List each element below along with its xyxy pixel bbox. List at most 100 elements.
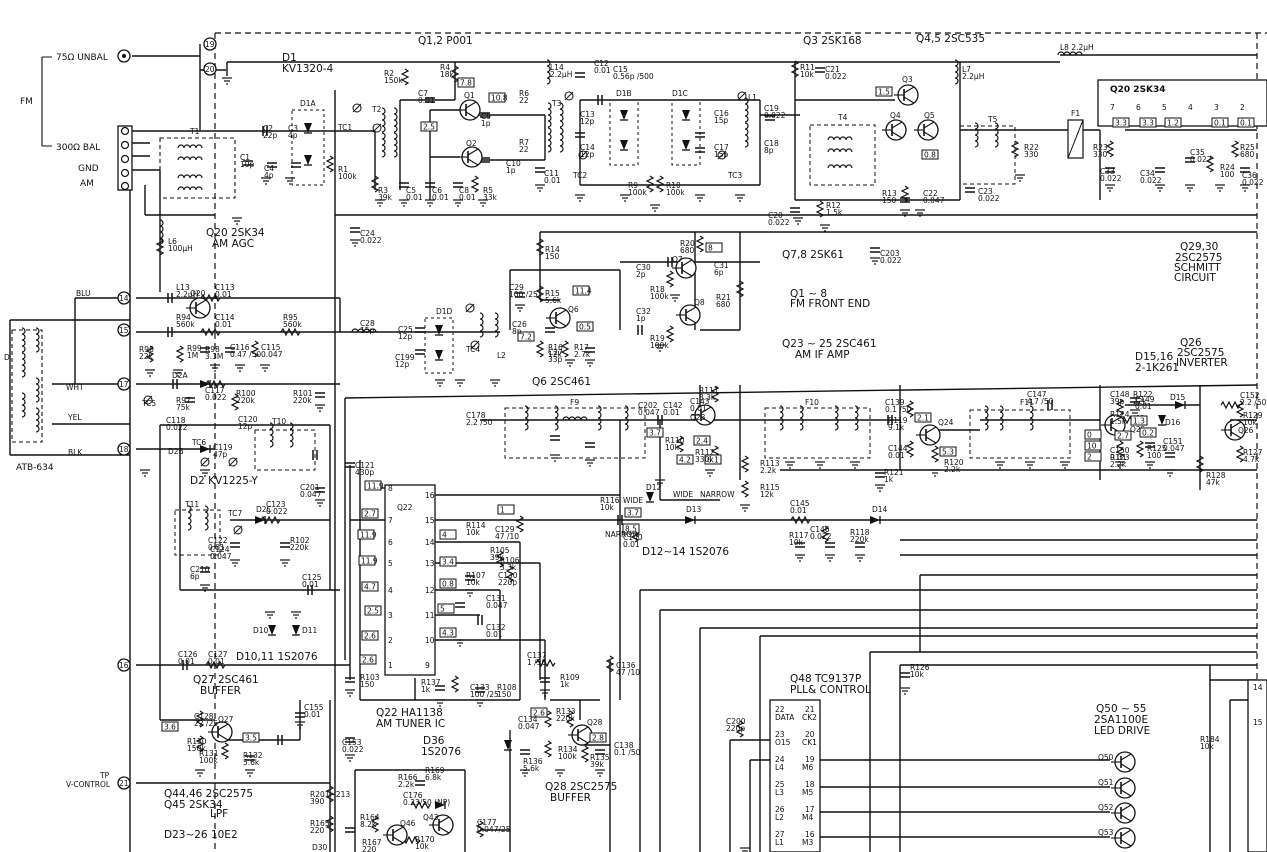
voltage-value: 0.8 [442, 580, 454, 589]
svg-text:TC6: TC6 [191, 438, 206, 447]
ic-q48-pin-number: 27 [775, 830, 785, 839]
input-am-label: AM [80, 179, 94, 189]
heading-q5055a: Q50 ∼ 55 [1096, 703, 1146, 715]
svg-text:TC7: TC7 [227, 509, 242, 518]
connector-pins: 19 20 14 15 17 18 16 21 [117, 37, 217, 790]
voltage-marker: 5.3 [939, 446, 957, 457]
voltage-marker: 11.9 [357, 529, 377, 540]
svg-text:T3: T3 [551, 99, 562, 108]
transistor-q24: Q24 [915, 418, 954, 446]
transistor-q28: Q28 [567, 718, 603, 746]
voltage-marker: 2.7 [1114, 430, 1132, 441]
antenna-model: ATB-634 [16, 463, 54, 473]
voltage-marker: 3.4 [439, 556, 457, 567]
voltage-marker: 3.5 [242, 732, 260, 743]
transistor-q25: Q25 [1100, 414, 1146, 436]
svg-text:15: 15 [119, 326, 129, 335]
heading-q27b: BUFFER [200, 685, 241, 697]
bar-antenna [11, 327, 43, 443]
transistor-q52 [1110, 802, 1136, 824]
ic-q48-pin-number: 22 [775, 705, 785, 714]
heading-q2930c: SCHMITT [1174, 262, 1221, 274]
ic-q22-pin: 4 [388, 586, 393, 595]
voltage-marker: 0.8 [921, 149, 939, 160]
ic-q48-pin-name: M6 [802, 763, 813, 772]
ic-q48-pin-number: 20 [805, 730, 815, 739]
heading-q48a: Q48 TC9137P [790, 673, 861, 685]
svg-text:D30: D30 [312, 843, 328, 852]
svg-text:19: 19 [205, 40, 215, 49]
voltage-value: 3.4 [442, 558, 454, 567]
ic-q48-pin-number: 16 [805, 830, 815, 839]
filter-f1: F1 [1067, 109, 1084, 159]
voltage-marker: 2.8 [589, 732, 607, 743]
svg-text:Q23: Q23 [690, 413, 706, 422]
voltage-value: 4.3 [442, 629, 454, 638]
coil-l1: L1 [744, 93, 757, 148]
wire-yel: YEL [67, 413, 82, 422]
heading-lpf: LPF [210, 808, 228, 820]
svg-text:D14: D14 [872, 505, 888, 514]
voltage-value: 2 [1087, 453, 1092, 462]
voltage-value: 3.6 [164, 723, 176, 732]
svg-text:T10: T10 [271, 417, 286, 426]
ic-q22-pin: 12 [425, 586, 435, 595]
svg-text:T11: T11 [184, 500, 199, 509]
voltage-value: 2.6 [362, 656, 374, 665]
heading-q4446a: Q44,46 2SC2575 [164, 788, 253, 800]
ic-q48-pin-number: 19 [805, 755, 815, 764]
transistor-q1: Q1 [455, 91, 481, 121]
heading-q45: Q4,5 2SC535 [916, 33, 985, 45]
heading-d36a: D36 [423, 735, 445, 747]
svg-text:D13: D13 [686, 505, 702, 514]
voltage-value: 2.8 [592, 734, 604, 743]
voltage-value: 2.6 [364, 632, 376, 641]
input-unbal-label: 75Ω UNBAL [56, 53, 108, 63]
svg-text:TC1: TC1 [337, 123, 352, 132]
ic-q9-pin: 6 [1136, 103, 1141, 112]
ic-q48-pin-number: 26 [775, 805, 785, 814]
antenna-terminal-block [117, 49, 133, 191]
heading-q2930d: CIRCUIT [1174, 272, 1216, 284]
voltage-value: 4.7 [364, 583, 376, 592]
heading-q28a: Q28 2SC2575 [545, 781, 617, 793]
